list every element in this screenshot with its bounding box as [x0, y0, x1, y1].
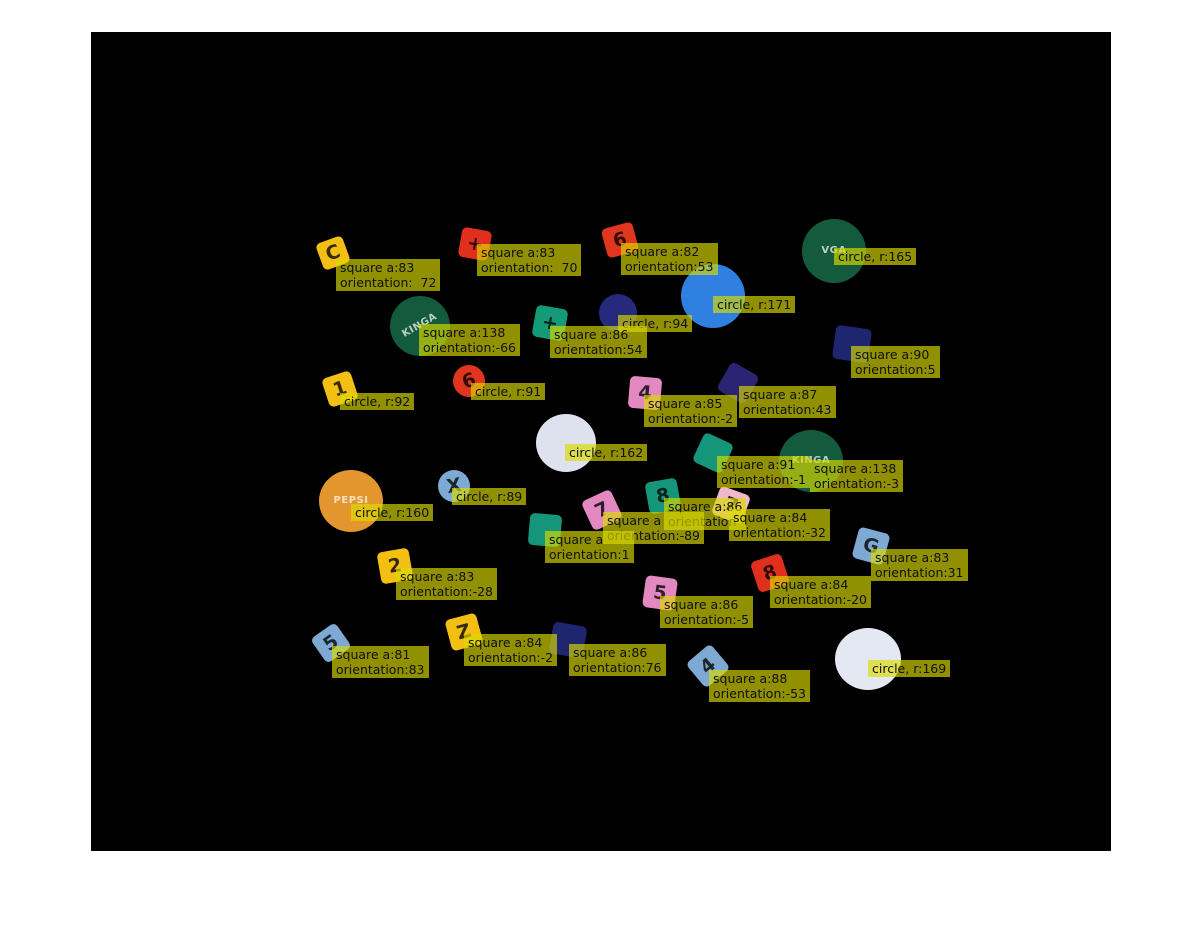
detection-label-line: orientation:5	[855, 362, 936, 377]
object-circle-cap-orange: PEPSI	[319, 470, 383, 532]
detection-label-line: square a:83	[875, 550, 950, 565]
detection-label: circle, r:89	[452, 488, 527, 505]
detection-label-line: orientation:-3	[814, 476, 900, 491]
detection-label-line: square a:84	[774, 577, 849, 592]
detection-image: C + 6 VGA KINGA + 1 6 4 KINGA PEPSI X 7 …	[91, 32, 1111, 851]
detection-label-line: orientation: 70	[481, 260, 578, 275]
detection-label-line: orientation:31	[875, 565, 964, 580]
detection-label-line: orientation:53	[625, 259, 714, 274]
detection-label-line: square a:84	[468, 635, 543, 650]
object-circle-white	[536, 414, 596, 472]
detection-label-line: orientation:-5	[664, 612, 750, 627]
detection-label-line: orientation:83	[336, 662, 425, 677]
detection-label-line: square a:138	[423, 325, 506, 340]
detection-label-line: circle, r:160	[355, 505, 430, 520]
detection-label: circle, r:171	[713, 296, 796, 313]
detection-label-line: circle, r:89	[456, 489, 523, 504]
detection-label-line: square a:138	[814, 461, 897, 476]
detection-label-line: square a:86	[573, 645, 648, 660]
detection-label: circle, r:94	[618, 315, 693, 332]
detection-label-line: square a:83	[400, 569, 475, 584]
detection-label-line: square a:87	[743, 387, 818, 402]
detection-label-line: square a:83	[340, 260, 415, 275]
detection-label-line: circle, r:91	[475, 384, 542, 399]
detection-label-line: square a:86	[664, 597, 739, 612]
detection-label-line: orientation:43	[743, 402, 832, 417]
detection-label-line: square a	[549, 532, 604, 547]
detection-label-line: square a:88	[713, 671, 788, 686]
detection-label: circle, r:160	[351, 504, 434, 521]
detection-label-line: circle, r:92	[344, 394, 411, 409]
detection-label-line: circle, r:162	[569, 445, 644, 460]
detection-label-line: circle, r:171	[717, 297, 792, 312]
detection-label-line: square a:82	[625, 244, 700, 259]
detection-label-line: orientation:76	[573, 660, 662, 675]
detection-label-line: orientation:-53	[713, 686, 807, 701]
detection-label-line: square a	[607, 513, 662, 528]
detection-label-line: circle, r:165	[838, 249, 913, 264]
detection-label-line: orientation:-20	[774, 592, 868, 607]
object-cap-word: VGA	[821, 246, 846, 256]
detection-label-line: orientation:-2	[648, 411, 734, 426]
detection-label-line: square a:86	[554, 327, 629, 342]
detection-label-line: orientation:54	[554, 342, 643, 357]
detection-label-line: orientation:-28	[400, 584, 494, 599]
detection-label-line: square a:83	[481, 245, 556, 260]
detection-label-line: orientation: 72	[340, 275, 437, 290]
detection-label-line: square a:84	[733, 510, 808, 525]
detection-label-line: circle, r:169	[872, 661, 947, 676]
detection-label-line: square a:91	[721, 457, 796, 472]
detection-label: circle, r:165	[834, 248, 917, 265]
detection-label: circle, r:162	[565, 444, 648, 461]
object-cap-word: PEPSI	[333, 495, 369, 506]
detection-label-line: square a:81	[336, 647, 411, 662]
detection-label-line: square a:85	[648, 396, 723, 411]
detection-label-line: square a:90	[855, 347, 930, 362]
detection-label: circle, r:91	[471, 383, 546, 400]
detection-label: circle, r:92	[340, 393, 415, 410]
detection-label-line: orientation:-1	[721, 472, 807, 487]
detection-label-line: orientation:1	[549, 547, 630, 562]
detection-label-line: orientation:-66	[423, 340, 517, 355]
detection-label-line: orientation:-32	[733, 525, 827, 540]
detection-label-line: orientation:-2	[468, 650, 554, 665]
object-circle-white	[835, 628, 901, 690]
detection-label: circle, r:169	[868, 660, 951, 677]
